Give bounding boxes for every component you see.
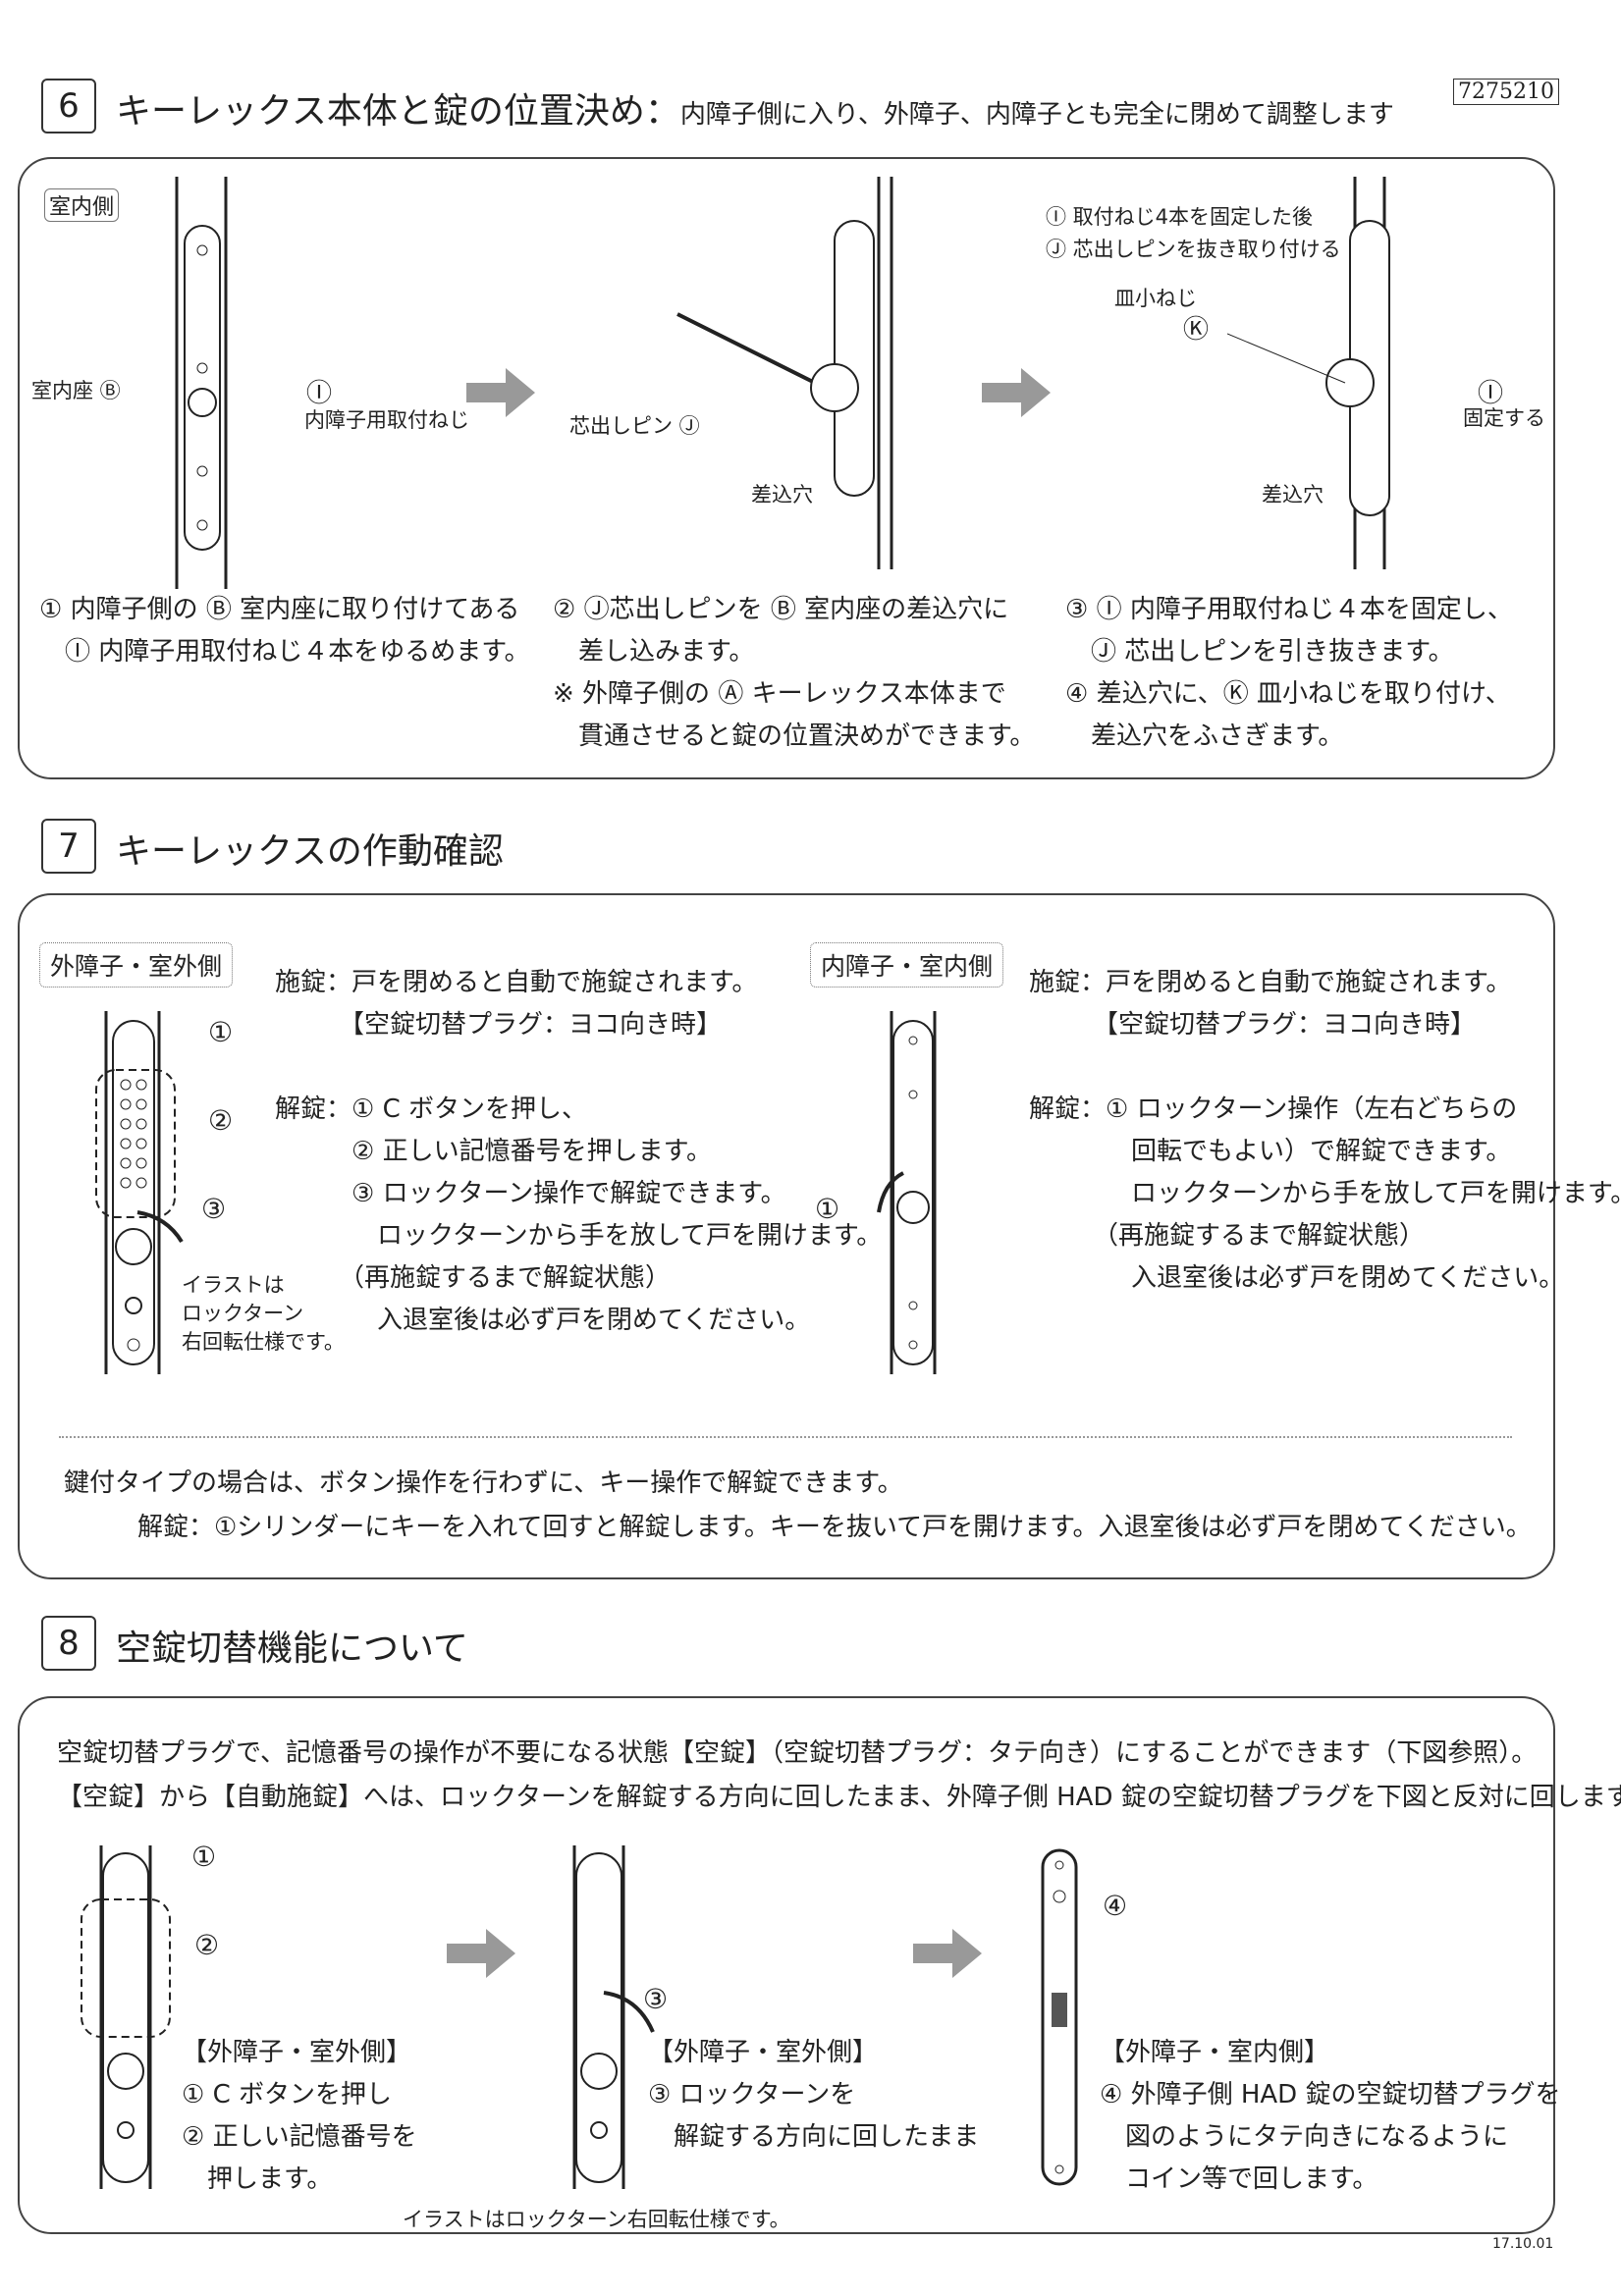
outdoor-tag: 外障子・室外側 bbox=[39, 942, 234, 988]
callout-2: ② bbox=[208, 1104, 234, 1137]
arrow-right-icon bbox=[447, 1929, 515, 1978]
note-remove-pin: Ⓙ 芯出しピンを抜き取り付ける bbox=[1046, 238, 1341, 261]
illustration-note: イラストはロックターン右回転仕様です。 bbox=[182, 1273, 345, 1354]
section-8-box bbox=[18, 1696, 1555, 2234]
s8-callout-4: ④ bbox=[1103, 1890, 1128, 1922]
intro-line-1: 空錠切替プラグで、記憶番号の操作が不要になる状態【空錠】（空錠切替プラグ：タテ向… bbox=[57, 1738, 1538, 1768]
key-type-unlock: 解錠：①シリンダーにキーを入れて回すと解錠します。キーを抜いて戸を開けます。入退… bbox=[137, 1513, 1532, 1542]
section-7-box bbox=[18, 893, 1555, 1579]
footer-date: 17.10.01 bbox=[1492, 2236, 1554, 2252]
section-6-subtitle: 内障子側に入り、外障子、内障子とも完全に閉めて調整します bbox=[679, 100, 1394, 130]
section-6-box bbox=[18, 157, 1555, 779]
label-flat-screw: 皿小ねじ bbox=[1114, 287, 1197, 310]
section-6-title: キーレックス本体と錠の位置決め：内障子側に入り、外障子、内障子とも完全に閉めて調… bbox=[116, 82, 1394, 133]
callout-3: ③ bbox=[201, 1193, 227, 1225]
keypad-illustration-1 bbox=[81, 1845, 171, 2189]
arrow-right-icon bbox=[466, 368, 535, 417]
step-2-text: ② Ⓙ芯出しピンを Ⓑ 室内座の差込穴に 差し込みます。※ 外障子側の Ⓐ キー… bbox=[553, 595, 1036, 751]
section-6-number: 6 bbox=[41, 79, 96, 133]
outdoor-instructions: 施錠：戸を閉めると自動で施錠されます。 【空錠切替プラグ：ヨコ向き時】 解錠：①… bbox=[275, 968, 883, 1335]
fixed-plate-illustration bbox=[1227, 177, 1390, 569]
section-8-title: 空錠切替機能について bbox=[116, 1629, 468, 1669]
label-I: Ⓘ bbox=[306, 379, 333, 408]
label-K: Ⓚ bbox=[1183, 315, 1210, 345]
section-8-number: 8 bbox=[41, 1616, 96, 1671]
section-6-title-text: キーレックス本体と錠の位置決め： bbox=[116, 91, 680, 132]
callout-1: ① bbox=[208, 1016, 234, 1048]
label-center-pin: 芯出しピン Ⓙ bbox=[569, 414, 700, 438]
indoor-plate-illustration-3 bbox=[1041, 1848, 1078, 2186]
indoor-plate-illustration-2 bbox=[877, 1011, 937, 1374]
indoor-side-tag: 内障子・室内側 bbox=[810, 942, 1004, 988]
section-7-number: 7 bbox=[41, 819, 96, 874]
arrows bbox=[466, 368, 1051, 417]
document-code: 7275210 bbox=[1453, 79, 1559, 105]
s8-illustration-note: イラストはロックターン右回転仕様です。 bbox=[403, 2208, 790, 2231]
keypad-illustration-2 bbox=[572, 1845, 655, 2189]
label-I-right: Ⓘ bbox=[1478, 379, 1504, 408]
label-insert-hole: 差込穴 bbox=[751, 483, 813, 507]
outdoor-keypad-illustration bbox=[95, 1011, 184, 1374]
callout-1-right: ① bbox=[815, 1193, 840, 1225]
indoor-plate-illustration bbox=[175, 177, 228, 589]
label-fix: 固定する bbox=[1463, 406, 1545, 430]
indoor-instructions: 施錠：戸を閉めると自動で施錠されます。 【空錠切替プラグ：ヨコ向き時】 解錠：①… bbox=[1029, 968, 1621, 1293]
arrow-right-icon bbox=[913, 1929, 982, 1978]
s8-callout-3: ③ bbox=[643, 1983, 669, 2015]
note-fix-screws: Ⓘ 取付ねじ4本を固定した後 bbox=[1046, 205, 1314, 229]
indoor-tag: 室内側 bbox=[44, 188, 120, 222]
step-1-text: ① 内障子側の Ⓑ 室内座に取り付けてある Ⓘ 内障子用取付ねじ４本をゆるめます… bbox=[39, 595, 530, 667]
label-indoor-seat: 室内座 Ⓑ bbox=[31, 379, 121, 402]
s8-callout-2: ② bbox=[194, 1929, 220, 1961]
section-7-title: キーレックスの作動確認 bbox=[116, 831, 504, 872]
label-screw: 内障子用取付ねじ bbox=[304, 408, 469, 432]
label-insert-hole-2: 差込穴 bbox=[1262, 483, 1324, 507]
intro-line-2: 【空錠】から【自動施錠】へは、ロックターンを解錠する方向に回したまま、外障子側 … bbox=[57, 1783, 1621, 1812]
pin-insert-illustration bbox=[676, 177, 893, 569]
s8-panel-3: 【外障子・室内側】④ 外障子側 HAD 錠の空錠切替プラグを 図のようにタテ向き… bbox=[1100, 2038, 1561, 2194]
arrow-right-icon bbox=[982, 368, 1051, 417]
s8-callout-1: ① bbox=[191, 1841, 217, 1873]
step-3-4-text: ③ Ⓘ 内障子用取付ねじ４本を固定し、 Ⓙ 芯出しピンを引き抜きます。④ 差込穴… bbox=[1065, 595, 1513, 751]
divider bbox=[59, 1436, 1512, 1438]
key-type-note: 鍵付タイプの場合は、ボタン操作を行わずに、キー操作で解錠できます。 bbox=[64, 1468, 903, 1498]
s8-panel-2: 【外障子・室外側】③ ロックターンを 解錠する方向に回したまま bbox=[648, 2038, 980, 2152]
s8-arrows bbox=[447, 1929, 982, 1978]
